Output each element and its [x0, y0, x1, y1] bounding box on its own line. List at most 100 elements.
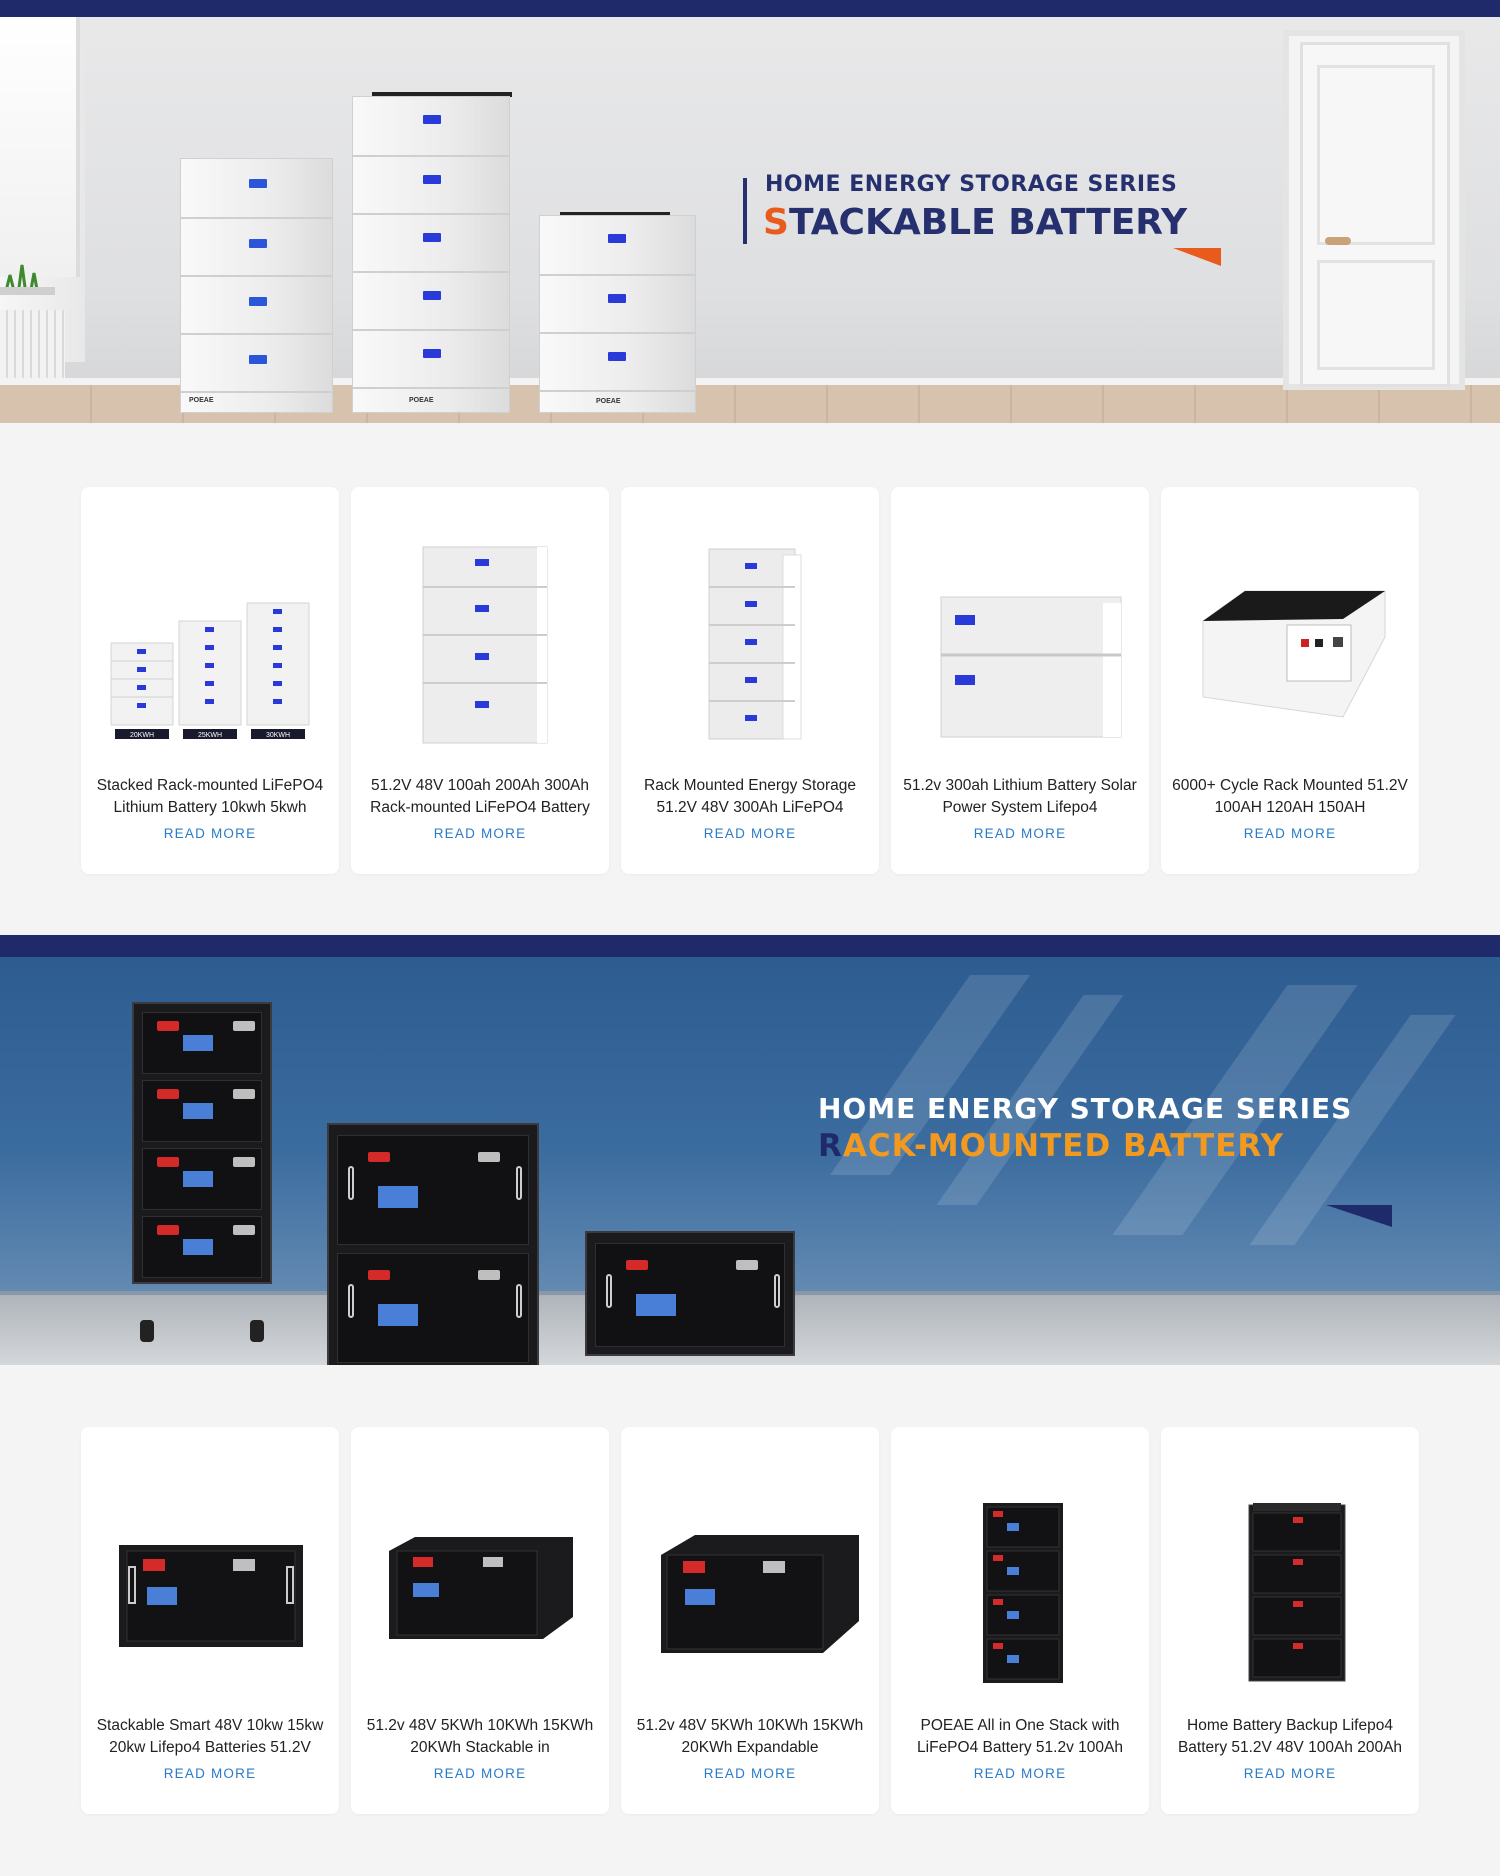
rack-module	[337, 1135, 529, 1245]
product-card[interactable]: Home Battery Backup Lifepo4 Battery 51.2…	[1161, 1427, 1419, 1814]
rack-battery-single	[585, 1231, 795, 1356]
battery-module	[353, 157, 509, 215]
product-card[interactable]: Rack Mounted Energy Storage 51.2V 48V 30…	[621, 487, 879, 874]
battery-display	[249, 239, 267, 248]
product-image: 20KWH 25KWH 30KWH	[110, 602, 310, 739]
read-more-link[interactable]: READ MORE	[433, 826, 527, 841]
read-more-link[interactable]: READ MORE	[973, 826, 1067, 841]
battery-display	[423, 175, 441, 184]
stack-top-cap	[372, 92, 512, 97]
rack-module	[595, 1243, 785, 1347]
product-card[interactable]: 51.2v 48V 5KWh 10KWh 15KWh 20KWh Expanda…	[621, 1427, 879, 1814]
stackable-product-grid: 20KWH 25KWH 30KWH Stacked Rack-mounted L…	[81, 487, 1420, 874]
product-title[interactable]: Rack Mounted Energy Storage 51.2V 48V 30…	[644, 777, 856, 816]
door-panel-upper	[1317, 65, 1435, 245]
capacity-label: 25KWH	[198, 732, 222, 739]
stackable-battery-banner: POEAE POEAE POEAE HOME ENERGY STORAGE SE…	[0, 0, 1500, 423]
product-image	[389, 1537, 573, 1639]
product-title[interactable]: 6000+ Cycle Rack Mounted 51.2V 100AH 120…	[1172, 777, 1408, 816]
product-image	[1248, 1503, 1346, 1682]
product-image	[1202, 590, 1386, 718]
product-title[interactable]: Home Battery Backup Lifepo4 Battery 51.2…	[1177, 1717, 1403, 1756]
battery-display	[608, 294, 626, 303]
product-image	[708, 548, 802, 740]
battery-module	[181, 159, 332, 219]
caster-wheel	[140, 1320, 154, 1342]
series-title: HOME ENERGY STORAGE SERIES	[818, 1092, 1353, 1125]
rack-module	[142, 1148, 262, 1210]
battery-display	[423, 349, 441, 358]
battery-display	[249, 355, 267, 364]
baseboard	[0, 378, 1500, 386]
read-more-link[interactable]: READ MORE	[433, 1766, 527, 1781]
product-image	[940, 596, 1122, 738]
read-more-link[interactable]: READ MORE	[163, 1766, 257, 1781]
read-more-link[interactable]: READ MORE	[1243, 1766, 1337, 1781]
battery-display	[423, 233, 441, 242]
battery-display	[608, 234, 626, 243]
plant-icon	[0, 264, 55, 295]
banner-top-bar	[0, 0, 1500, 17]
battery-module	[353, 97, 509, 157]
battery-display	[423, 291, 441, 300]
brand-logo: POEAE	[189, 397, 214, 404]
product-line-title: STACKABLE BATTERY	[763, 202, 1187, 243]
product-card[interactable]: 6000+ Cycle Rack Mounted 51.2V 100AH 120…	[1161, 487, 1419, 874]
rack-battery-cabinet	[132, 1002, 272, 1284]
product-title[interactable]: 51.2v 300ah Lithium Battery Solar Power …	[903, 777, 1137, 816]
product-card[interactable]: 51.2v 48V 5KWh 10KWh 15KWh 20KWh Stackab…	[351, 1427, 609, 1814]
title-rest: TACKABLE BATTERY	[788, 202, 1188, 243]
read-more-link[interactable]: READ MORE	[703, 1766, 797, 1781]
product-image	[661, 1535, 859, 1653]
product-card[interactable]: Stackable Smart 48V 10kw 15kw 20kw Lifep…	[81, 1427, 339, 1814]
title-rest: ACK-MOUNTED BATTERY	[842, 1128, 1284, 1164]
read-more-link[interactable]: READ MORE	[703, 826, 797, 841]
product-title[interactable]: Stacked Rack-mounted LiFePO4 Lithium Bat…	[96, 777, 324, 816]
product-title[interactable]: Stackable Smart 48V 10kw 15kw 20kw Lifep…	[96, 1717, 324, 1756]
product-title[interactable]: 51.2v 48V 5KWh 10KWh 15KWh 20KWh Stackab…	[366, 1717, 594, 1756]
battery-module	[181, 277, 332, 335]
rack-module	[337, 1253, 529, 1363]
product-card[interactable]: 20KWH 25KWH 30KWH Stacked Rack-mounted L…	[81, 487, 339, 874]
stackable-battery-5-module: POEAE	[352, 96, 510, 413]
battery-module	[181, 219, 332, 277]
capacity-label: 30KWH	[266, 732, 290, 739]
battery-display	[608, 352, 626, 361]
product-image	[119, 1545, 303, 1647]
product-line-title: RACK-MOUNTED BATTERY	[818, 1128, 1284, 1164]
stackable-battery-3-module: POEAE	[539, 215, 696, 413]
rack-product-grid: Stackable Smart 48V 10kw 15kw 20kw Lifep…	[81, 1427, 1420, 1814]
product-image	[422, 546, 548, 744]
rack-module	[142, 1216, 262, 1278]
capacity-label: 20KWH	[130, 732, 154, 739]
product-image	[983, 1503, 1063, 1683]
battery-module	[353, 215, 509, 273]
triangle-decor-icon	[1326, 1205, 1392, 1227]
door-decor	[1300, 42, 1450, 387]
rack-module	[142, 1080, 262, 1142]
product-title[interactable]: POEAE All in One Stack with LiFePO4 Batt…	[917, 1717, 1123, 1756]
battery-display	[249, 179, 267, 188]
read-more-link[interactable]: READ MORE	[1243, 826, 1337, 841]
door-handle	[1325, 237, 1351, 245]
series-title: HOME ENERGY STORAGE SERIES	[765, 172, 1178, 197]
banner-top-bar	[0, 935, 1500, 957]
caster-wheel	[250, 1320, 264, 1342]
stackable-battery-4-module: POEAE	[180, 158, 333, 413]
rack-module	[142, 1012, 262, 1074]
battery-module	[540, 216, 695, 276]
product-card[interactable]: POEAE All in One Stack with LiFePO4 Batt…	[891, 1427, 1149, 1814]
battery-module	[540, 334, 695, 392]
product-card[interactable]: 51.2v 300ah Lithium Battery Solar Power …	[891, 487, 1149, 874]
read-more-link[interactable]: READ MORE	[163, 826, 257, 841]
product-title[interactable]: 51.2v 48V 5KWh 10KWh 15KWh 20KWh Expanda…	[636, 1717, 864, 1756]
title-accent-letter: R	[818, 1128, 843, 1164]
product-card[interactable]: 51.2V 48V 100ah 200Ah 300Ah Rack-mounted…	[351, 487, 609, 874]
rack-mounted-battery-banner: HOME ENERGY STORAGE SERIES RACK-MOUNTED …	[0, 935, 1500, 1365]
radiator-decor	[0, 310, 65, 390]
read-more-link[interactable]: READ MORE	[973, 1766, 1067, 1781]
headline-accent-bar	[743, 178, 747, 244]
brand-logo: POEAE	[409, 397, 434, 404]
product-title[interactable]: 51.2V 48V 100ah 200Ah 300Ah Rack-mounted…	[370, 777, 590, 816]
